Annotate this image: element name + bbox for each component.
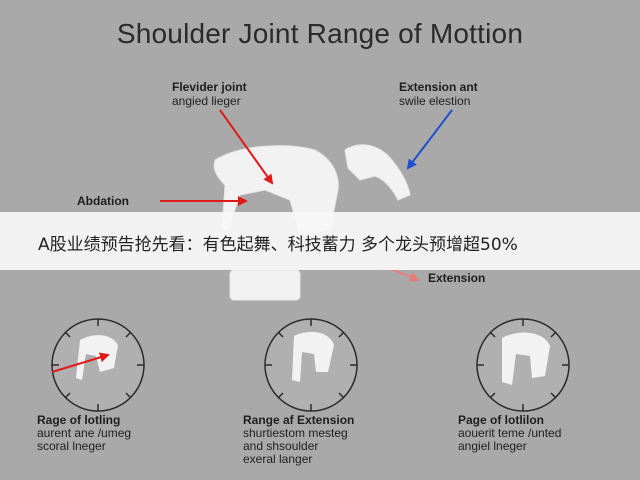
caption-2: Range af Extension shurtiestom mesteg an… bbox=[243, 413, 355, 466]
news-banner-text[interactable]: A股业绩预告抢先看：有色起舞、科技蓄力 多个龙头预增超50% bbox=[38, 235, 518, 255]
caption-3: Page of lotlilon aouerit teme /unted ang… bbox=[458, 413, 562, 453]
extension-arrow bbox=[406, 109, 453, 170]
diagram-title: Shoulder Joint Range of Mottion bbox=[116, 18, 524, 49]
dial-lotlilon bbox=[476, 318, 570, 412]
label-top-left: Flevider joint angied lieger bbox=[172, 80, 247, 108]
label-right: Extension bbox=[428, 271, 486, 285]
dial-rotation bbox=[51, 318, 145, 412]
news-banner[interactable]: A股业绩预告抢先看：有色起舞、科技蓄力 多个龙头预增超50% bbox=[0, 212, 640, 270]
dial-extension bbox=[264, 318, 358, 412]
flexion-arrow bbox=[219, 109, 274, 185]
caption-1: Rage of lotling aurent ane /umeg scoral … bbox=[37, 413, 132, 453]
label-left: Abdation bbox=[77, 194, 129, 208]
label-top-right: Extension ant swile elestion bbox=[399, 80, 478, 108]
